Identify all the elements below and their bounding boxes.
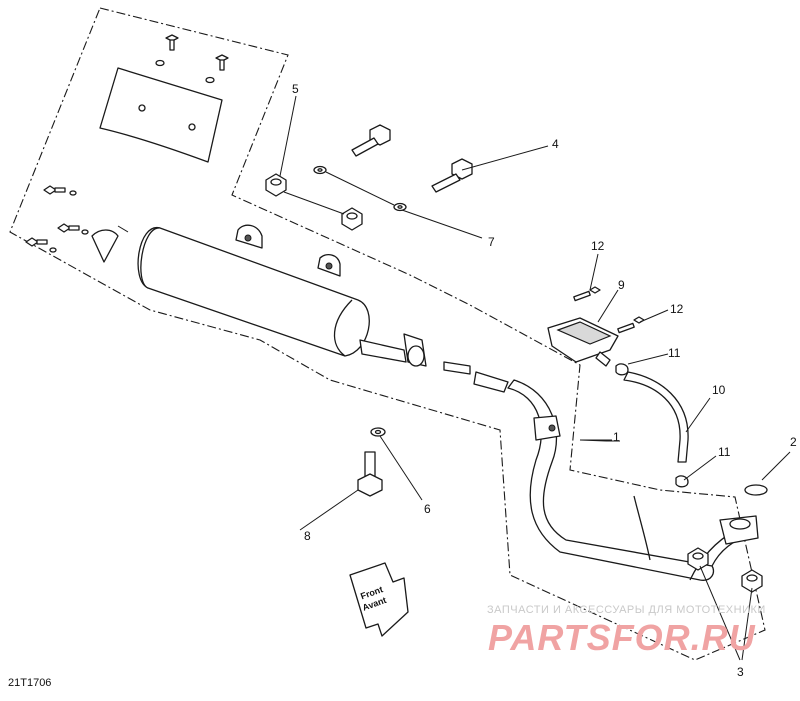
watermark-tagline: ЗАПЧАСТИ И АКСЕССУАРЫ ДЛЯ МОТОТЕХНИКИ [487,604,766,616]
shield-screw-left-3 [25,237,57,253]
callout-12-lower: 12 [670,302,684,316]
washer-upper-1 [313,165,327,175]
callout-12-upper: 12 [591,239,605,253]
shield-screw-left-1 [43,185,77,196]
muffler [137,224,427,367]
header-nut-1 [687,547,709,571]
front-direction-arrow: Front Avant [349,562,409,637]
callout-9: 9 [618,278,625,292]
reference-code: 21T1706 [8,677,52,689]
header-nut-2 [741,569,763,593]
watermark-brand: PARTSFOR.RU [488,617,756,658]
callout-3: 3 [737,665,744,679]
gasket-1 [443,361,471,375]
valve-screw-top [573,286,601,302]
hose-clamp-top [615,363,629,376]
gasket-2 [473,371,509,393]
leader-lines [279,95,791,661]
bolt-upper-2 [431,158,473,193]
callout-2: 2 [790,435,797,449]
muffler-inlet [91,225,129,263]
nut-upper-1 [265,173,287,197]
header-pipe [507,379,759,581]
heat-shield [99,67,223,163]
washer-lower [370,427,386,437]
valve-screw-right [617,316,645,334]
hose-clamp-bottom [675,475,689,488]
callout-8: 8 [304,529,311,543]
callout-7: 7 [488,235,495,249]
bolt-upper-1 [351,124,391,157]
callout-11-upper: 11 [668,346,681,360]
callout-11-lower: 11 [718,445,731,459]
callout-1: 1 [613,430,620,444]
shield-screw-top-left [155,34,179,67]
callout-10: 10 [712,383,726,397]
bolt-lower [357,451,383,497]
shield-screw-top-right [205,54,229,84]
nut-upper-2 [341,207,363,231]
solenoid-valve [547,317,619,367]
hose [623,371,689,463]
exhaust-gasket-ring [744,484,768,496]
callout-5: 5 [292,82,299,96]
shield-screw-left-2 [57,223,89,235]
callout-4: 4 [552,137,559,151]
callout-6: 6 [424,502,431,516]
assembly-outline [9,7,766,661]
washer-upper-2 [393,202,407,212]
